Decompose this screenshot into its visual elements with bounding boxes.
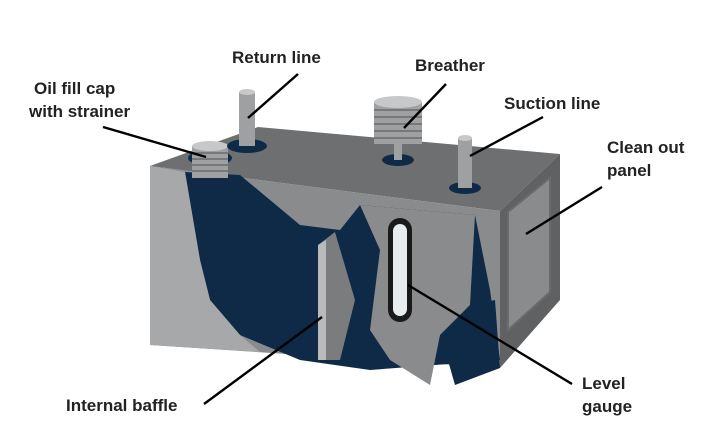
suction-line-pipe	[458, 138, 472, 188]
leader-level-gauge	[407, 283, 573, 386]
oil-fill-cap-top	[192, 141, 228, 151]
cut-edge-left	[150, 166, 260, 352]
label-level-line2: gauge	[582, 397, 633, 416]
leader-internal-baffle	[203, 316, 323, 405]
leader-suction-line	[469, 115, 544, 158]
internal-baffle-plate	[318, 232, 355, 360]
internal-baffle-edge	[318, 240, 326, 360]
oil-fill-threads	[192, 152, 228, 172]
label-level-line1: Level	[582, 374, 626, 393]
breather-cap	[374, 102, 422, 144]
label-return-line: Return line	[232, 48, 321, 67]
label-clean-out-line2: panel	[607, 161, 652, 180]
breather-stem	[394, 140, 402, 160]
suction-line-pipe-top	[458, 135, 472, 141]
leader-oil-fill	[102, 125, 207, 159]
cut-edge-right	[445, 300, 500, 385]
label-clean-out-line1: Clean out	[607, 138, 685, 157]
leader-clean-out	[525, 185, 603, 236]
breather-cap-top	[374, 96, 422, 108]
oil-fill-cap	[192, 146, 228, 178]
label-suction-line: Suction line	[504, 94, 601, 113]
leader-return-line	[247, 73, 299, 119]
label-internal-baffle: Internal baffle	[66, 396, 178, 415]
label-breather: Breather	[415, 56, 485, 75]
leader-lines	[102, 73, 603, 405]
breather-fins	[374, 109, 422, 139]
label-oil-fill-line2: with strainer	[29, 102, 131, 121]
leader-breather	[403, 83, 447, 129]
return-line-pipe-top	[239, 89, 255, 95]
level-gauge-glass	[393, 224, 407, 316]
return-line-pipe	[239, 92, 255, 146]
clean-out-panel	[507, 175, 551, 333]
label-oil-fill-line1: Oil fill cap	[34, 79, 116, 98]
